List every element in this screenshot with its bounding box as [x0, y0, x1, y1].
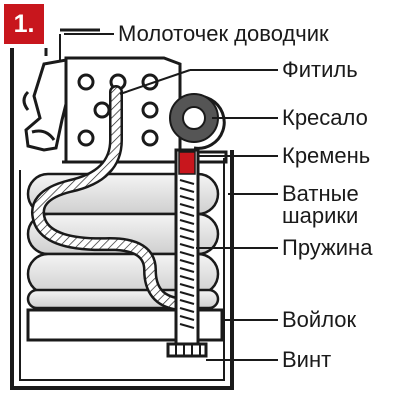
label-flint-wheel: Кресало	[282, 105, 368, 130]
flint-tube	[174, 148, 200, 348]
label-cotton-balls-1: Ватные	[282, 181, 359, 206]
case-inner-line	[19, 158, 225, 381]
spring-coils	[179, 179, 195, 329]
step-badge: 1.	[4, 4, 44, 44]
label-wick: Фитиль	[282, 57, 358, 82]
label-flint: Кремень	[282, 143, 371, 168]
label-cotton-balls-2: шарики	[282, 203, 359, 228]
lighter-case	[10, 48, 234, 390]
label-spring: Пружина	[282, 235, 373, 260]
wick-part	[31, 85, 185, 311]
flint-stone	[178, 151, 196, 175]
screw-part	[166, 342, 208, 358]
hammer-part	[22, 58, 70, 152]
label-screw: Винт	[282, 347, 332, 372]
label-hammer: Молоточек доводчик	[118, 21, 329, 46]
flint-wheel	[169, 93, 226, 150]
label-felt: Войлок	[282, 307, 357, 332]
leader-lines	[59, 33, 278, 361]
